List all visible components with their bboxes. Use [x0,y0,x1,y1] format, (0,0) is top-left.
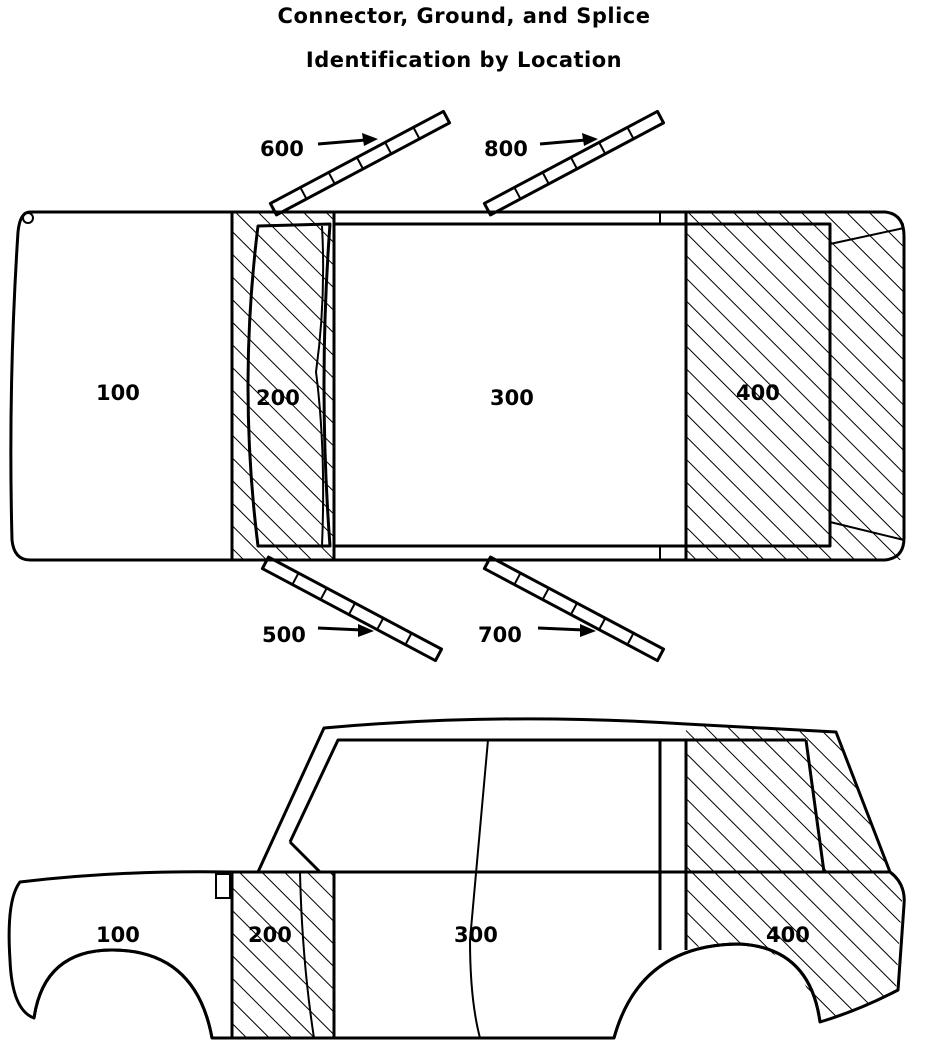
top-zone-label-400: 400 [736,381,780,405]
top-windshield [246,222,332,548]
side-mirror [215,873,231,899]
side-zone-label-200: 200 [248,923,292,947]
front-wheel-arch [40,956,204,1040]
diagram-title-line-1: Connector, Ground, and Splice [277,4,651,28]
side-view: 100 200 300 400 [7,717,906,1040]
top-zone-400-hatch [686,212,904,560]
top-roof [332,222,688,548]
top-windshield-curve [314,225,325,547]
arrow-700 [537,624,596,637]
top-body-outline [9,210,906,562]
side-a-pillar-line [288,840,322,874]
door-label-700: 700 [478,623,522,647]
side-window-frame [288,738,688,872]
side-zone-label-400: 400 [766,923,810,947]
arrow-600 [317,133,378,146]
top-zone-label-200: 200 [256,386,300,410]
side-d-pillar [804,739,826,873]
door-label-600: 600 [260,137,304,161]
door-800 [482,109,666,217]
arrow-500 [317,624,374,637]
side-zone-label-300: 300 [454,923,498,947]
arrow-800 [539,133,598,146]
diagram-title-line-2: Identification by Location [305,48,623,72]
top-view: 600 800 500 700 100 200 300 400 [9,109,906,663]
top-tailgate-line-2 [829,521,905,541]
top-zone-label-300: 300 [490,386,534,410]
front-arch-line [32,948,214,1039]
side-b-pillar [468,739,489,1039]
top-hood-latch [22,212,34,224]
door-label-500: 500 [262,623,306,647]
top-rear-glass [684,222,832,548]
side-zone-label-100: 100 [96,923,140,947]
rear-wheel-arch [620,950,816,1040]
door-label-800: 800 [484,137,528,161]
rear-arch-line [612,942,822,1039]
top-tailgate-line-1 [829,227,905,245]
door-600 [268,109,452,217]
side-roof-outline [256,717,892,873]
side-door-seam [299,871,315,1039]
door-700 [482,555,666,663]
door-500 [260,555,444,663]
top-zone-label-100: 100 [96,381,140,405]
side-zone-200-hatch [232,872,334,1038]
